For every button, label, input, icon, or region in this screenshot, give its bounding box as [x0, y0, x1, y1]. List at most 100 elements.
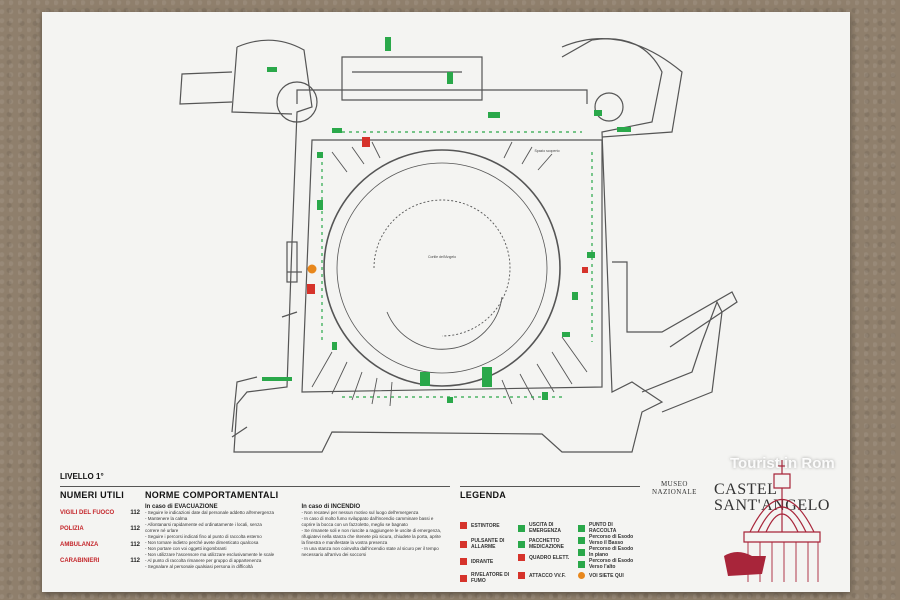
fire-lines: - Non recatevi per nessun motivo sul luo…	[302, 510, 450, 558]
legend-label: VOI SIETE QUI	[589, 572, 624, 579]
left-wall	[231, 426, 248, 438]
number-name: CARABINIERI	[60, 558, 100, 564]
legend-label: ESTINTORE	[471, 522, 500, 529]
exit-paths	[321, 131, 593, 398]
spiral-ramp	[373, 199, 511, 337]
extinguisher-marker	[307, 284, 315, 294]
right-wall	[641, 300, 723, 413]
extinguisher-marker	[362, 137, 370, 147]
rule-line: - Segnalare al personale qualsiasi perso…	[145, 564, 253, 569]
legend-item: PULSANTE DI ALLARME	[460, 538, 520, 550]
legend-item: IDRANTE	[460, 558, 520, 565]
floor-plan: Cortile dell'Angelo Spazio scoperto	[179, 37, 738, 453]
legend-items: ESTINTORE PULSANTE DI ALLARME IDRANTE RIVEL…	[460, 500, 640, 584]
legend-label: RIVELATORE DI FUMO	[471, 572, 510, 584]
exit-marker	[587, 252, 595, 258]
exit-marker	[262, 377, 292, 381]
rule-line: correre né urlare	[145, 528, 179, 533]
spiral-ramp	[386, 296, 503, 350]
behavior-rules: NORME COMPORTAMENTALI In caso di EVACUAZ…	[145, 486, 450, 583]
useful-numbers-title: NUMERI UTILI	[60, 490, 125, 500]
legend-label: IDRANTE	[471, 558, 494, 565]
rule-line: necessario all'arrivo dei soccorsi	[301, 552, 367, 557]
exit-marker	[447, 72, 453, 84]
museum-line1: MUSEO	[660, 480, 688, 488]
exit-markers	[262, 37, 631, 403]
exit-marker	[488, 112, 500, 118]
outer-wall	[296, 89, 588, 104]
legend-item: Percorso di Esodo Verso l'alto	[578, 558, 638, 570]
inner-court	[301, 139, 603, 393]
exit-marker	[317, 152, 323, 158]
room	[286, 241, 298, 283]
number-name: POLIZIA	[60, 526, 84, 532]
hazard-markers	[307, 137, 588, 294]
legend-label: PACCHETTO MEDICAZIONE	[529, 538, 564, 550]
legend-item: USCITA DI EMERGENZA	[518, 522, 578, 534]
legend-item: PUNTO DI RACCOLTA	[578, 522, 638, 534]
number-value: 112	[130, 558, 140, 564]
exit-marker	[420, 372, 430, 386]
left-wall	[231, 376, 258, 433]
wall-stub	[281, 311, 298, 318]
exit-marker	[562, 332, 570, 337]
legend-item: ESTINTORE	[460, 522, 520, 529]
rule-line: - Non portare con voi oggetti ingombrant…	[145, 546, 227, 551]
dome-logo	[724, 460, 821, 582]
number-value: 112	[130, 510, 140, 516]
number-name: VIGILI DEL FUOCO	[60, 510, 115, 516]
rule-line: - Allontanarsi rapidamente ed ordinatame…	[145, 522, 262, 527]
legend-item: Percorso di Esodo In piano	[578, 546, 638, 558]
legend-swatch-icon	[518, 554, 525, 561]
rule-line: - Se rimanete soli e non riuscite a ragg…	[301, 528, 442, 533]
behavior-rules-title: NORME COMPORTAMENTALI	[145, 490, 279, 500]
rule-line: - Non tornare indietro perché avete dime…	[145, 540, 259, 545]
rule-line: - In una stanza non coinvolta dall'incen…	[301, 546, 439, 551]
legend-label: PUNTO DI RACCOLTA	[589, 522, 617, 534]
bastion-nw-tower	[276, 81, 318, 123]
legend-swatch-icon	[518, 572, 525, 579]
plan-label-top-right: Spazio scoperto	[534, 149, 559, 153]
exit-marker	[594, 110, 602, 116]
legend-label: QUADRO ELETT.	[529, 554, 570, 561]
evacuation-plan-sign: Cortile dell'Angelo Spazio scoperto LIVE…	[42, 12, 850, 592]
exit-marker	[482, 367, 492, 387]
rule-line: - Non recatevi per nessun motivo sul luo…	[301, 510, 419, 515]
evacuation-lines: - Seguire le indicazioni date dal person…	[145, 510, 292, 570]
rule-line: - In caso di molto fumo sviluppato dall'…	[301, 516, 434, 521]
rule-line: - Seguire i percorsi indicati fino al pu…	[145, 534, 262, 539]
legend-swatch-icon	[460, 522, 467, 529]
legend-swatch-icon	[460, 540, 467, 548]
exit-marker	[385, 37, 391, 51]
legend-label: Percorso di Esodo In piano	[589, 546, 634, 558]
legend-swatch-icon	[578, 572, 585, 579]
legend-swatch-icon	[518, 540, 525, 548]
legend-swatch-icon	[578, 536, 585, 544]
legend-label: ATTACCO VV.F.	[529, 572, 566, 579]
evacuation-title: In caso di EVACUAZIONE	[145, 504, 218, 510]
exit-marker	[317, 200, 323, 210]
legend-swatch-icon	[578, 548, 585, 556]
rule-line: la finestra e manifestate la vostra pres…	[301, 540, 388, 545]
central-ring-inner	[336, 162, 548, 374]
rule-line: - Seguire le indicazioni date dal person…	[145, 510, 274, 515]
museum-line2: NAZIONALE	[652, 488, 697, 496]
legend-item: Percorso di Esodo Verso il Basso	[578, 534, 638, 546]
radial-rooms	[311, 336, 588, 407]
rule-line: rifugiatevi nella stanza che ritenete pi…	[301, 534, 441, 539]
legend-label: USCITA DI EMERGENZA	[529, 522, 561, 534]
bastion-ne	[561, 38, 683, 138]
exit-marker	[332, 128, 342, 133]
fire-rules: In caso di INCENDIO - Non recatevi per n…	[302, 500, 450, 570]
watermark: Tourist in Rom	[730, 455, 835, 472]
rule-line: - Non utilizzare l'ascensore ma utilizza…	[145, 552, 275, 557]
right-wall	[612, 261, 738, 348]
evacuation-rules: In caso di EVACUAZIONE - Seguire le indi…	[145, 500, 292, 570]
exit-marker	[542, 392, 548, 400]
legend-swatch-icon	[460, 558, 467, 565]
legend-item: RIVELATORE DI FUMO	[460, 572, 520, 584]
rule-line: coprire la bocca con un fazzoletto, megl…	[301, 522, 408, 527]
